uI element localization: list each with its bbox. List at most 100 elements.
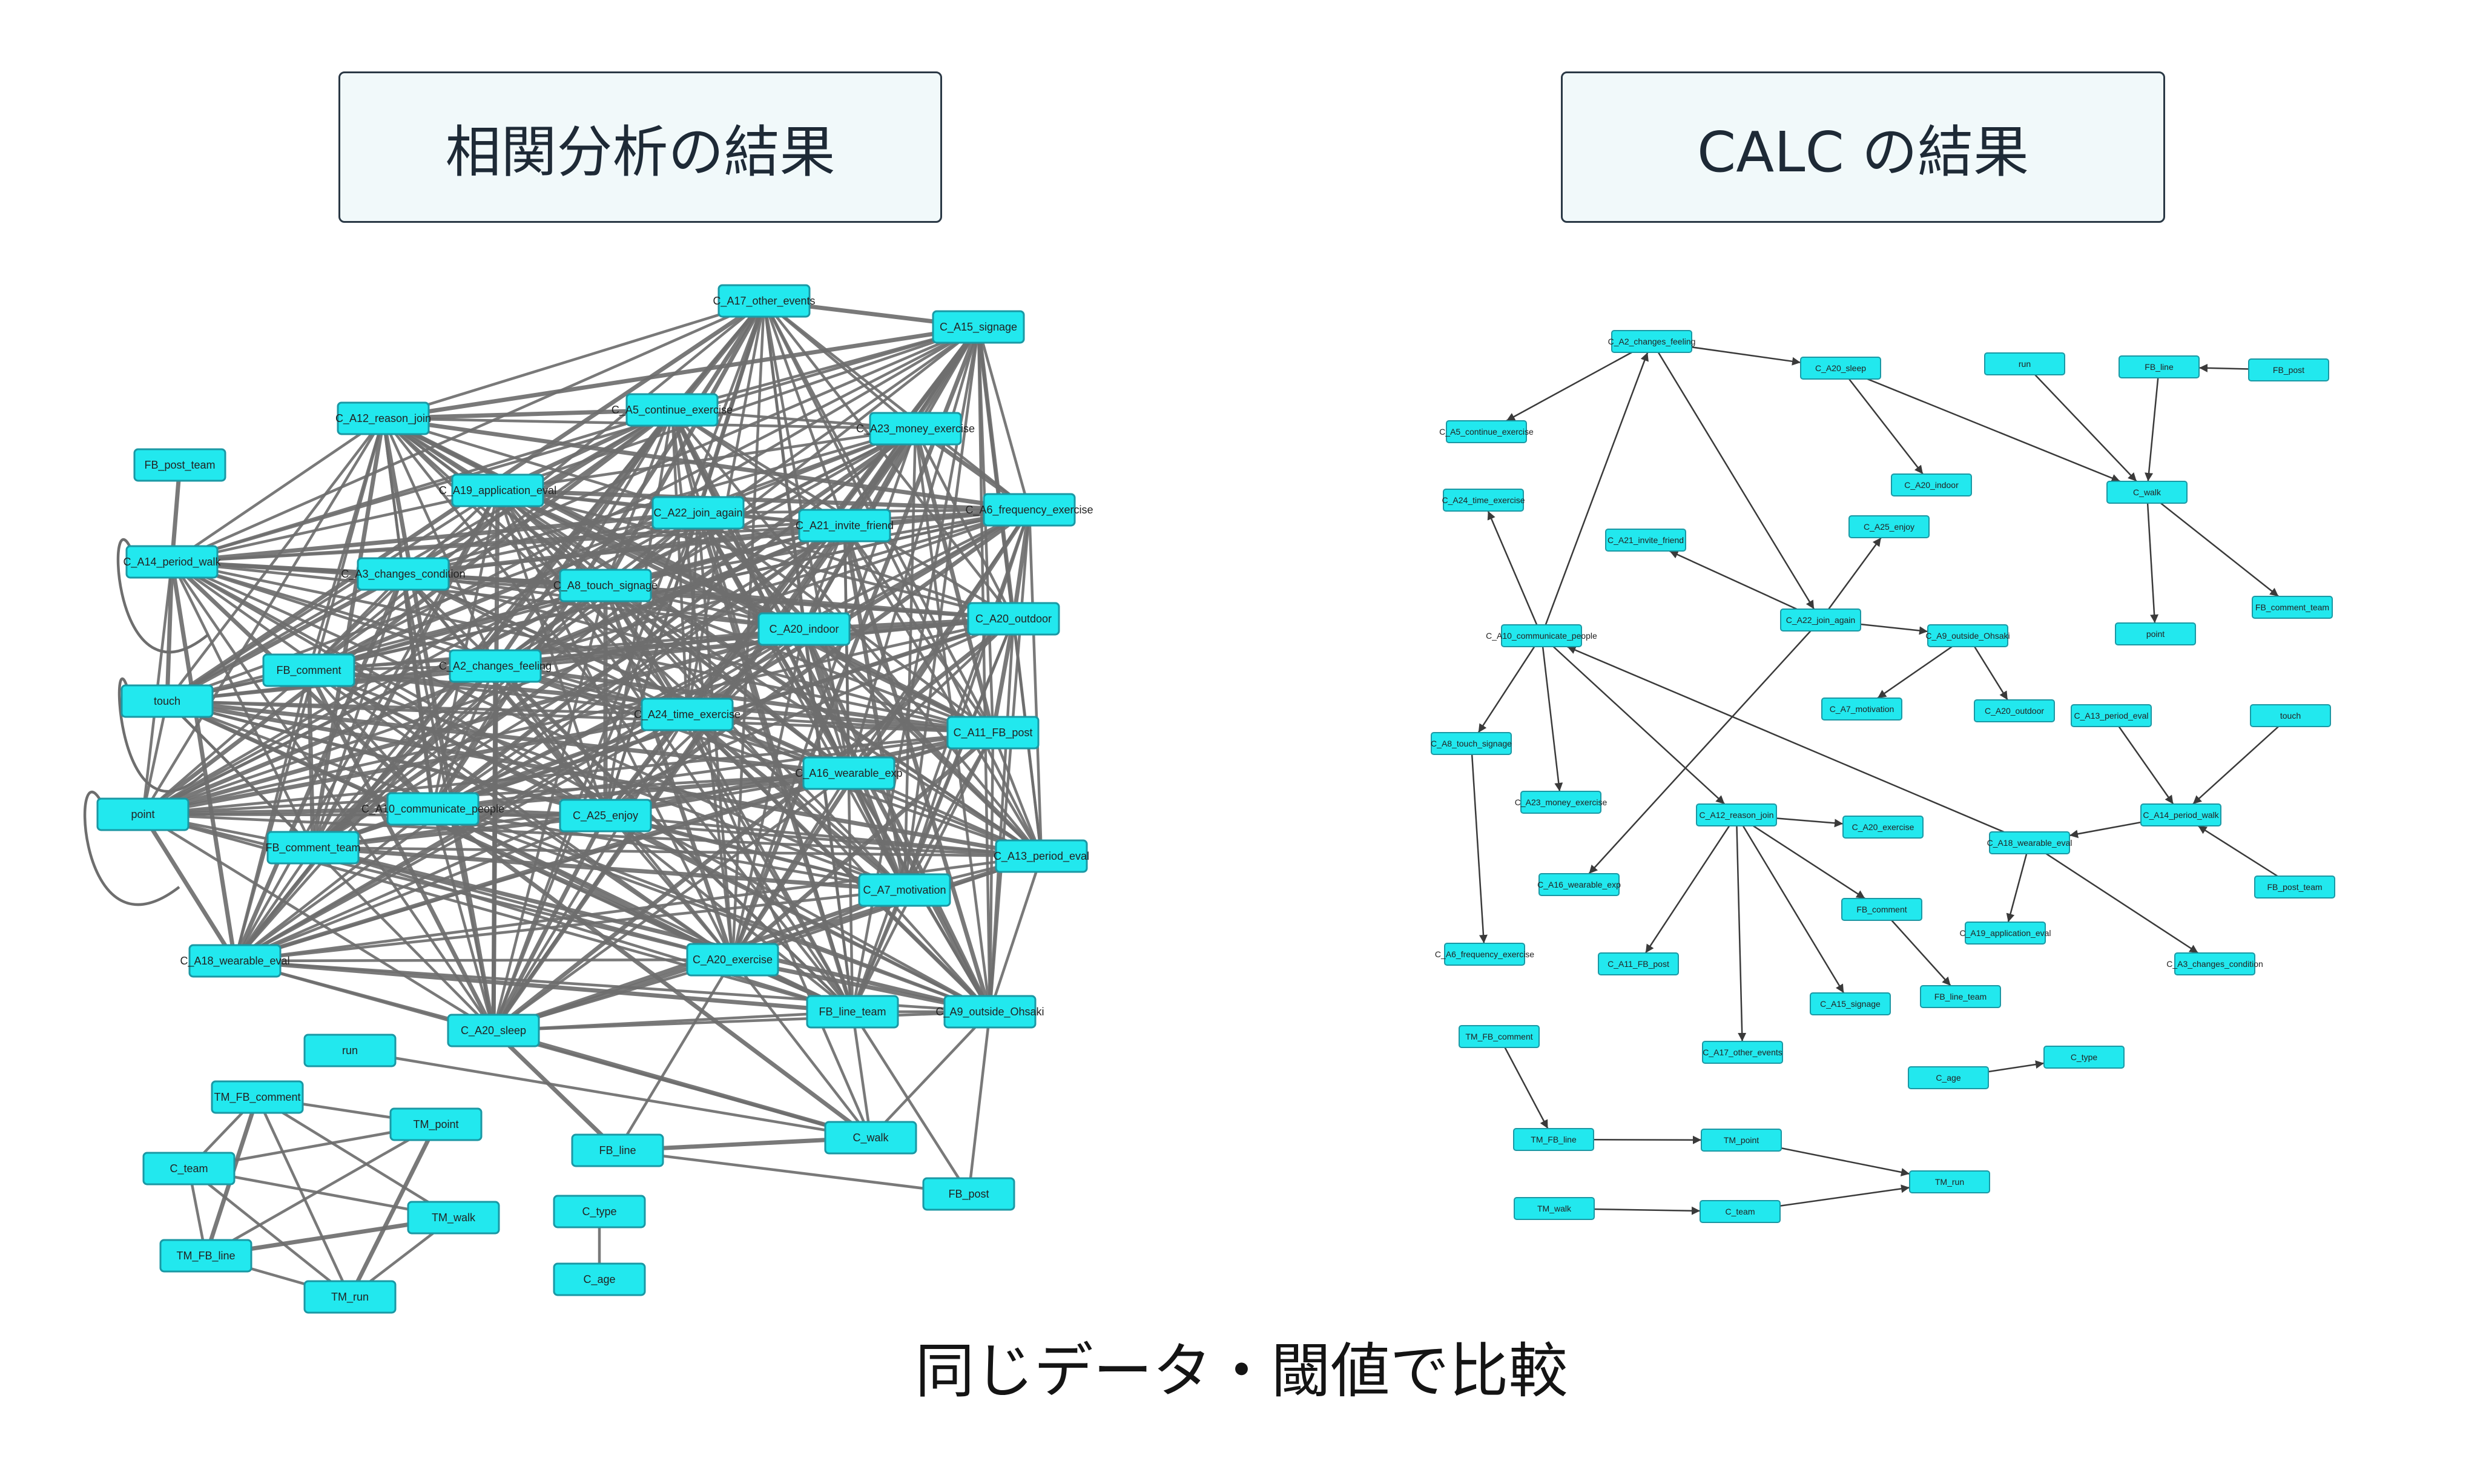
left-edge (234, 814, 606, 963)
left-node-label: FB_comment_team (265, 842, 360, 854)
left-node-label: C_A19_application_eval (439, 484, 556, 497)
left-node-label: C_A17_other_events (713, 295, 815, 308)
right-node-label: C_A25_enjoy (1864, 522, 1914, 532)
right-node-label: C_age (1936, 1073, 1960, 1083)
left-node-touch: touch (120, 684, 214, 718)
left-edge (141, 701, 169, 815)
left-node-label: C_A14_period_walk (123, 556, 221, 569)
left-node-c-a20-indoor: C_A20_indoor (757, 612, 851, 646)
right-node-label: FB_comment (1856, 905, 1907, 914)
right-node-label: C_A21_invite_friend (1608, 535, 1684, 545)
left-node-label: FB_post_team (144, 459, 215, 472)
left-node-label: C_A20_exercise (693, 954, 773, 966)
left-node-label: C_A13_period_eval (994, 850, 1089, 863)
left-edge (165, 561, 174, 702)
right-node-c-a20-indoor: C_A20_indoor (1891, 473, 1972, 496)
left-node-c-a23-money-exercise: C_A23_money_exercise (856, 412, 975, 446)
left-edge (83, 790, 180, 906)
left-node-label: C_type (582, 1205, 616, 1218)
right-node-c-a18-wearable-eval: C_A18_wearable_eval (1987, 831, 2072, 854)
left-edge (604, 814, 854, 1013)
left-edge (851, 1011, 872, 1138)
right-node-label: C_A5_continue_exercise (1439, 427, 1534, 437)
left-edge (604, 584, 850, 774)
left-edge (234, 665, 496, 962)
left-node-label: C_A20_sleep (461, 1024, 526, 1037)
right-node-c-a22-join-again: C_A22_join_again (1780, 608, 1861, 632)
left-node-label: C_A5_continue_exercise (612, 404, 733, 417)
right-node-label: C_team (1725, 1207, 1755, 1216)
left-edge (687, 713, 994, 734)
left-node-c-a19-application-eval: C_A19_application_eval (439, 473, 556, 507)
right-edge-c-a2-changes-feeling-to-c-a5-continue-exercise (1506, 340, 1652, 422)
left-edge (731, 772, 850, 961)
right-node-c-a25-enjoy: C_A25_enjoy (1848, 515, 1930, 538)
right-node-c-a10-communicate-people: C_A10_communicate_people (1486, 624, 1597, 647)
right-node-c-a2-changes-feeling: C_A2_changes_feeling (1608, 330, 1695, 353)
left-node-label: run (342, 1044, 358, 1057)
left-node-label: C_A11_FB_post (954, 727, 1033, 739)
right-node-point: point (2115, 622, 2196, 645)
left-node-fb-comment-team: FB_comment_team (265, 831, 361, 865)
left-node-label: C_A23_money_exercise (856, 423, 975, 435)
left-edge (403, 572, 994, 734)
left-edge (604, 584, 1043, 857)
left-edge (988, 856, 1043, 1012)
right-node-label: FB_post (2273, 365, 2304, 375)
right-node-label: touch (2280, 711, 2301, 721)
left-edge (311, 573, 405, 848)
right-node-label: FB_comment_team (2255, 602, 2329, 612)
left-node-point: point (96, 797, 190, 831)
left-edge (312, 846, 853, 1014)
left-node-label: C_A16_wearable_exp (795, 767, 902, 780)
left-edge (349, 1049, 871, 1139)
left-edge (869, 1011, 991, 1139)
right-edge-c-walk-to-point (2146, 492, 2159, 624)
left-edge (403, 511, 699, 576)
right-edge-c-walk-to-fb-comment-team (2146, 492, 2280, 597)
right-node-label: C_A20_exercise (1852, 822, 1914, 832)
left-edge (166, 409, 673, 702)
left-edge (685, 713, 992, 1014)
left-edge (492, 1029, 619, 1152)
left-edge (171, 561, 607, 817)
left-node-label: C_A3_changes_condition (341, 568, 465, 581)
right-node-tm-run: TM_run (1909, 1170, 1990, 1193)
left-edge (167, 699, 994, 734)
left-edge (142, 813, 853, 1014)
right-node-fb-comment-team: FB_comment_team (2252, 596, 2333, 619)
left-edge (988, 509, 1031, 1012)
left-edge (167, 699, 1042, 859)
left-edge (991, 618, 1016, 733)
right-node-label: TM_FB_line (1531, 1135, 1577, 1144)
left-node-label: FB_post (948, 1188, 989, 1201)
left-edge (605, 583, 1014, 621)
right-node-label: C_A23_money_exercise (1515, 797, 1608, 807)
left-node-c-a18-wearable-eval: C_A18_wearable_eval (180, 944, 290, 978)
left-edge (495, 664, 994, 735)
left-edge (903, 509, 1031, 891)
left-edge (256, 1097, 352, 1298)
left-edge (685, 713, 906, 892)
left-edge (802, 628, 992, 1013)
left-edge (967, 1011, 992, 1195)
left-node-label: touch (154, 695, 180, 707)
left-node-label: C_A18_wearable_eval (180, 955, 289, 968)
right-node-fb-post-team: FB_post_team (2254, 876, 2335, 899)
right-node-label: point (2146, 629, 2165, 639)
left-node-c-a22-join-again: C_A22_join_again (651, 496, 745, 530)
left-node-label: C_A9_outside_Ohsaki (935, 1006, 1044, 1018)
left-node-tm-walk: TM_walk (407, 1201, 500, 1235)
left-edge (308, 584, 606, 672)
left-node-label: point (131, 808, 154, 820)
left-node-c-a8-touch-signage: C_A8_touch_signage (553, 569, 658, 602)
right-edge-c-a18-wearable-eval-to-c-a3-changes-condition (2029, 842, 2199, 954)
left-node-c-a20-exercise: C_A20_exercise (686, 943, 779, 977)
left-edge (311, 664, 497, 849)
left-node-c-team: C_team (142, 1152, 236, 1186)
left-edge (431, 807, 872, 1139)
left-edge (851, 1011, 970, 1195)
left-node-label: C_A24_time_exercise (634, 708, 740, 721)
